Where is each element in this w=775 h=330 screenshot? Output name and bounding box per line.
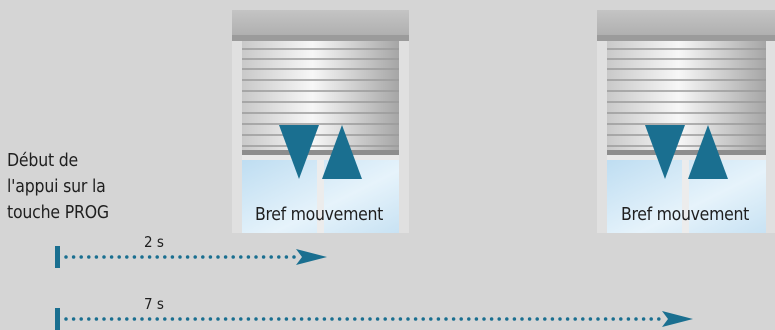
start-label-line: touche PROG	[7, 200, 147, 226]
start-label: Début de l'appui sur la touche PROG	[7, 148, 147, 226]
timeline-2s	[55, 246, 327, 268]
window-caption: Bref mouvement	[255, 205, 383, 225]
start-label-line: Début de	[7, 148, 147, 174]
timeline-arrowhead-icon	[296, 249, 327, 265]
window-shutter-2	[597, 10, 775, 233]
timeline-start-tick	[55, 246, 60, 268]
shutter-box	[597, 10, 775, 35]
window-frame-right	[766, 41, 775, 233]
shutter-box-lip	[597, 35, 775, 41]
window-frame-left	[597, 41, 607, 233]
timeline-arrowhead-icon	[662, 311, 693, 327]
window-frame-left	[232, 41, 242, 233]
window-caption: Bref mouvement	[621, 205, 749, 225]
shutter-box	[232, 10, 409, 35]
timeline-start-tick	[55, 308, 60, 330]
shutter-slats	[607, 41, 766, 155]
window-frame-right	[399, 41, 409, 233]
shutter-box-lip	[232, 35, 409, 41]
duration-label: 2 s	[144, 233, 164, 251]
window-shutter-1	[232, 10, 409, 233]
duration-label: 7 s	[144, 295, 164, 313]
start-label-line: l'appui sur la	[7, 174, 147, 200]
shutter-slats	[242, 41, 399, 155]
